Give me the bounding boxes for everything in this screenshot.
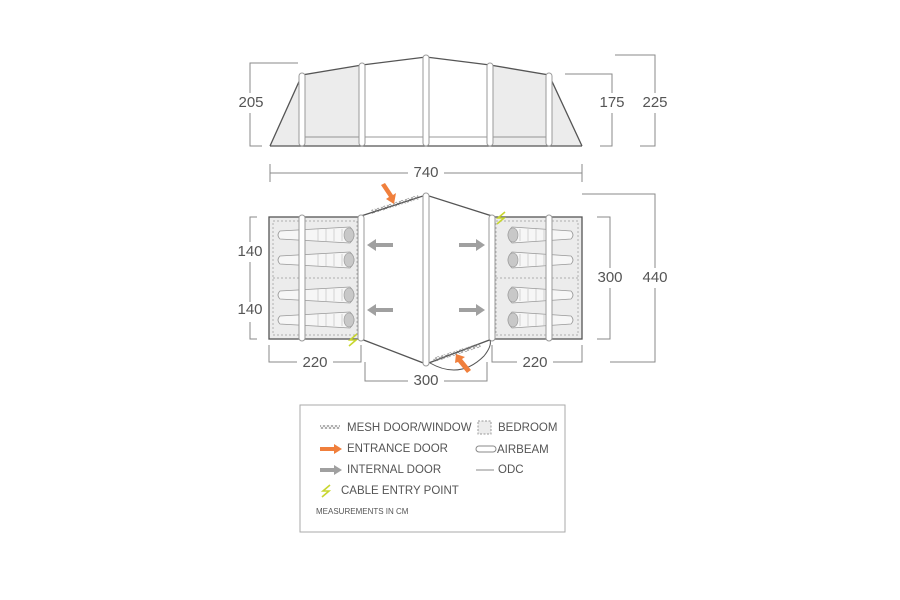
entrance-door-arrows (381, 183, 471, 373)
dim-height-total: 225 (642, 94, 667, 111)
airbeam-icon (475, 445, 497, 453)
pillow (507, 252, 519, 268)
cable-entry-icons (347, 211, 507, 347)
legend-cable: CABLE ENTRY POINT (341, 485, 459, 497)
legend-mesh: MESH DOOR/WINDOW (347, 422, 472, 434)
dim-bedroom-length-right: 220 (522, 354, 547, 371)
pillow (507, 287, 519, 303)
dim-bedroom-width-bottom: 140 (237, 301, 262, 318)
dim-total-width: 440 (642, 269, 667, 286)
sleeping-bags-left (277, 226, 355, 329)
pillow (507, 312, 519, 328)
side-elevation: 205 175 225 740 (236, 54, 671, 183)
legend-note: MEASUREMENTS IN CM (316, 507, 409, 516)
dim-bedroom-width-top: 140 (237, 243, 262, 260)
entrance-arrow-icon (320, 444, 342, 454)
pillow (507, 227, 519, 243)
internal-arrow-icon (320, 465, 342, 475)
pillow (343, 312, 355, 328)
pillow (343, 252, 355, 268)
mesh-door-top (371, 195, 419, 214)
cable-entry-icon (320, 484, 332, 498)
legend-bedroom: BEDROOM (498, 422, 557, 434)
internal-door-arrows (367, 239, 485, 316)
bedroom-icon (477, 420, 492, 435)
legend: MESH DOOR/WINDOW ENTRANCE DOOR INTERNAL … (299, 404, 566, 533)
legend-entrance: ENTRANCE DOOR (347, 443, 448, 455)
dim-length: 740 (413, 164, 438, 181)
dim-bedroom-length-left: 220 (302, 354, 327, 371)
dim-height-inner: 175 (599, 94, 624, 111)
pillow (343, 287, 355, 303)
legend-airbeam: AIRBEAM (497, 444, 549, 456)
dim-living-length: 300 (413, 372, 438, 389)
pillow (343, 227, 355, 243)
dim-bedroom-depth: 300 (597, 269, 622, 286)
dim-height-left: 205 (238, 94, 263, 111)
mesh-icon (320, 425, 340, 429)
legend-internal: INTERNAL DOOR (347, 464, 441, 476)
legend-odc: ODC (498, 464, 524, 476)
sleeping-bags-right (507, 226, 574, 329)
floor-plan: 140 140 300 440 220 300 220 (234, 183, 671, 391)
mesh-door-bottom (433, 343, 481, 362)
airbeam-poles (298, 54, 553, 147)
